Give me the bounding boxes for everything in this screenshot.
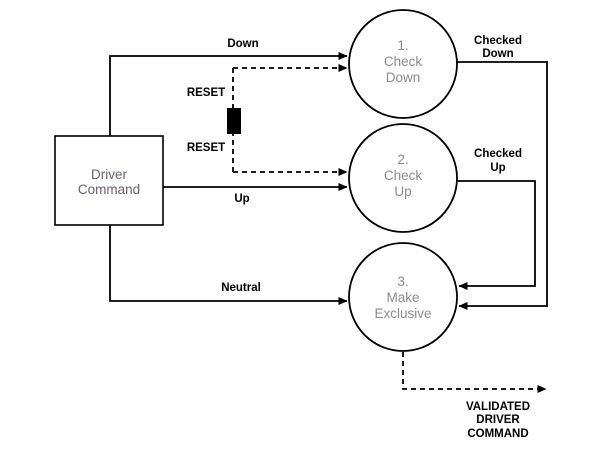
process-circle-3 <box>348 242 458 352</box>
process-2-name-line1: Check <box>384 168 423 183</box>
control-line-validated <box>402 352 547 393</box>
flow-line-checked-up <box>456 180 536 290</box>
process-node-check-down: 1. Check Down <box>348 9 458 119</box>
flow-label-down: Down <box>227 38 258 50</box>
process-2-number: 2. <box>397 152 408 167</box>
flow-label-checked-down-line2: Down <box>482 48 513 60</box>
entity-driver-command: Driver Command <box>54 135 164 226</box>
flow-label-validated-line2: DRIVER <box>476 414 520 426</box>
process-circle-1 <box>348 9 458 119</box>
flow-label-checked-down-line1: Checked <box>474 35 522 47</box>
control-store-bar-icon <box>227 108 241 134</box>
process-1-name-line1: Check <box>384 54 423 69</box>
process-1-name-line2: Down <box>386 70 421 85</box>
process-1-number: 1. <box>397 38 408 53</box>
flow-label-validated-line3: COMMAND <box>467 428 528 440</box>
process-3-name-line2: Exclusive <box>374 306 431 321</box>
entity-box <box>54 135 164 226</box>
process-3-number: 3. <box>397 274 408 289</box>
flow-line-checked-down <box>456 61 548 310</box>
process-3-name-line1: Make <box>386 290 419 305</box>
flow-label-up: Up <box>234 193 249 205</box>
flow-line-neutral <box>109 225 348 305</box>
entity-label-line1: Driver <box>91 167 128 182</box>
flow-label-reset-lower: RESET <box>187 142 225 154</box>
process-node-make-exclusive: 3. Make Exclusive <box>348 242 458 352</box>
process-2-name-line2: Up <box>394 184 411 199</box>
flow-label-validated-driver-command: VALIDATED DRIVER COMMAND <box>466 401 530 440</box>
entity-label-line2: Command <box>78 182 140 197</box>
flow-line-down <box>109 52 348 136</box>
flow-label-checked-up: Checked Up <box>474 148 522 174</box>
flow-label-checked-up-line1: Checked <box>474 148 522 160</box>
process-circle-2 <box>348 123 458 233</box>
flow-label-reset-upper: RESET <box>187 87 225 99</box>
flow-label-checked-up-line2: Up <box>490 162 505 174</box>
flow-label-neutral: Neutral <box>221 282 261 294</box>
process-node-check-up: 2. Check Up <box>348 123 458 233</box>
flow-label-checked-down: Checked Down <box>474 35 522 60</box>
flow-label-validated-line1: VALIDATED <box>466 401 530 413</box>
